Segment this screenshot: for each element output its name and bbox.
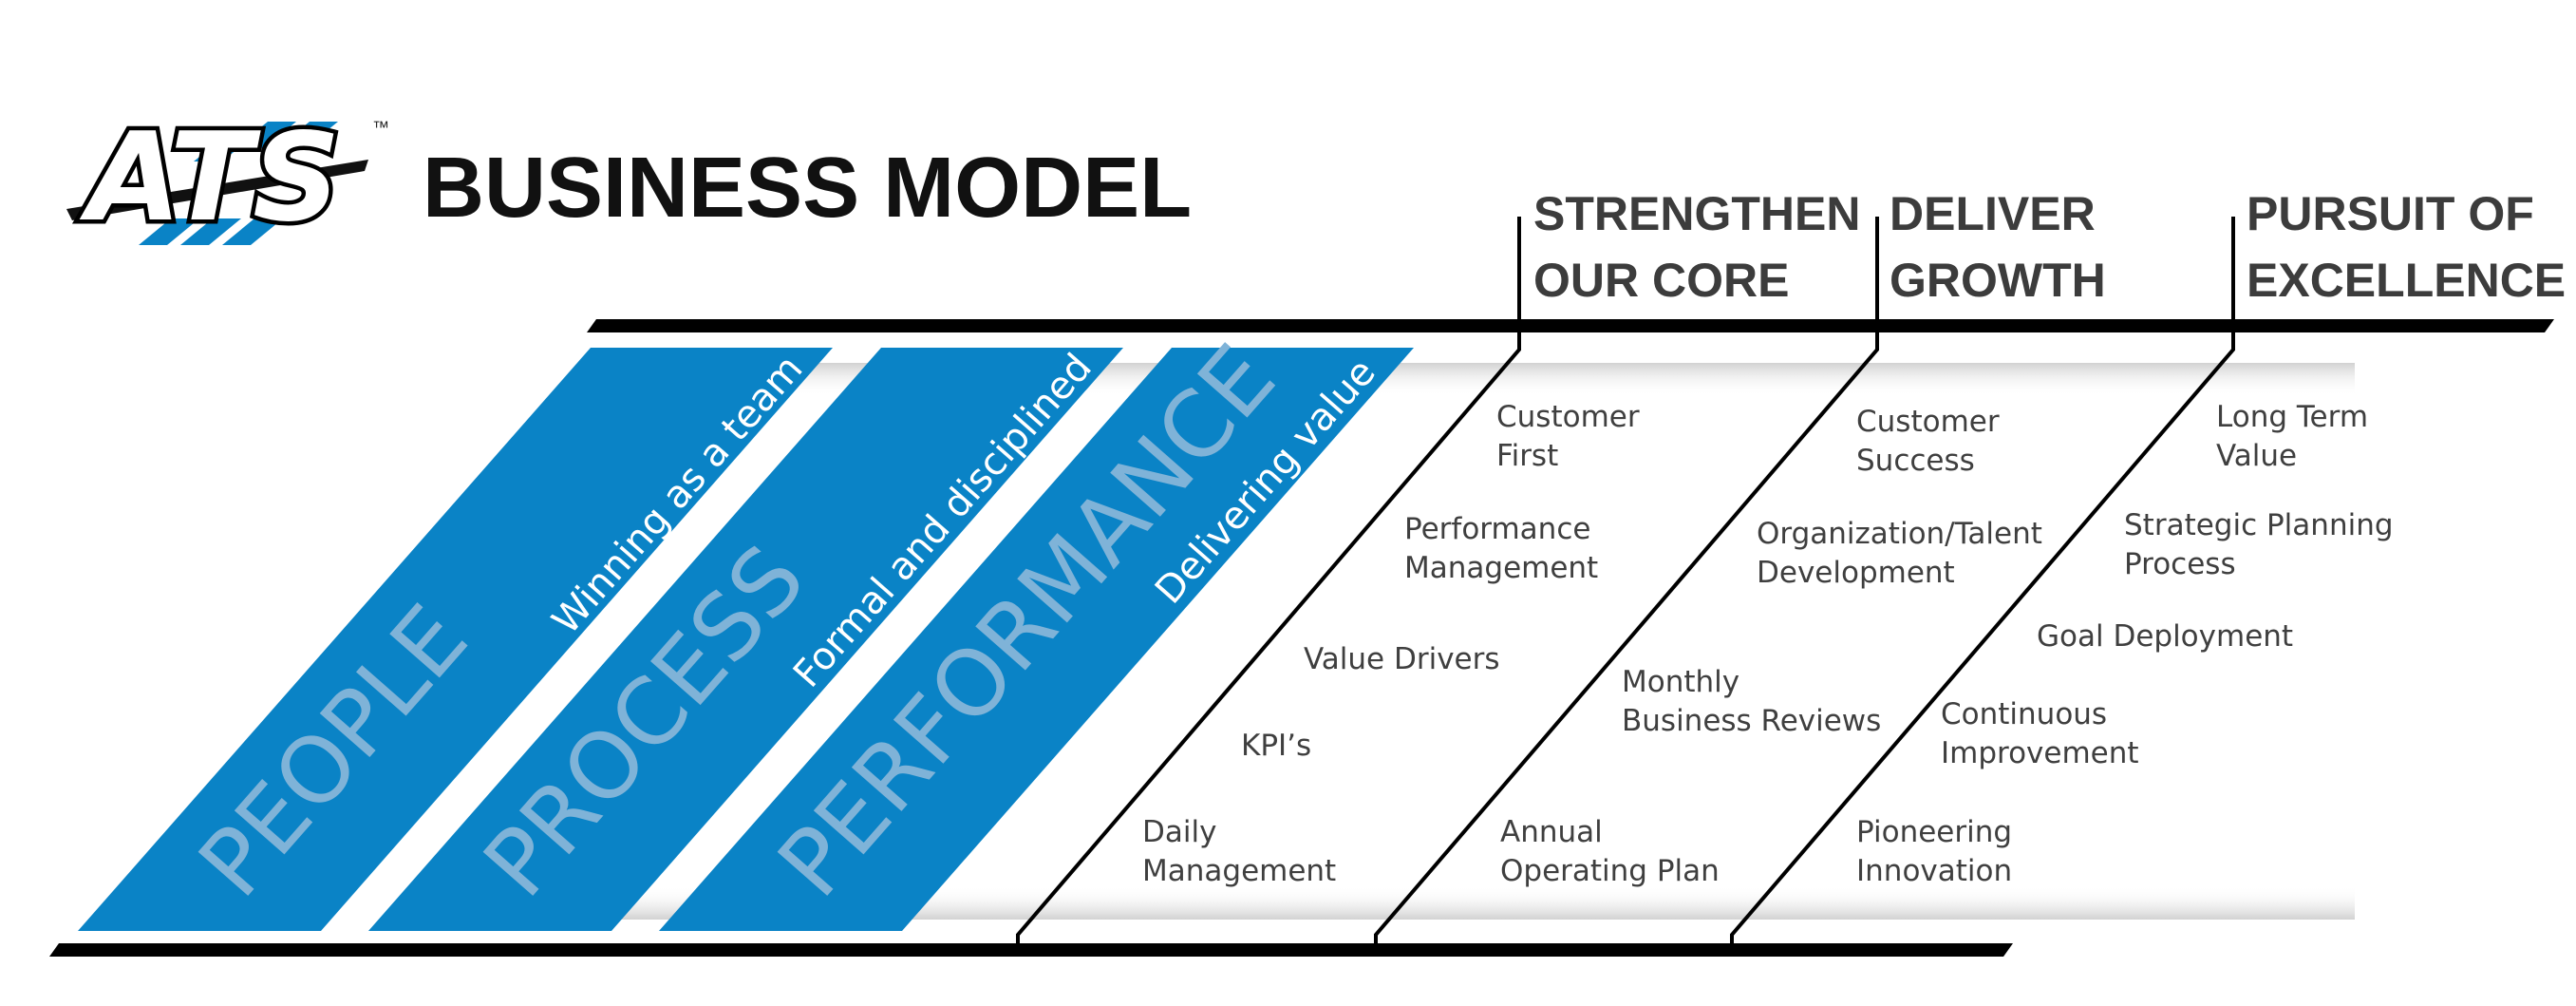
growth-item-2-line1: Organization/Talent: [1757, 517, 2042, 551]
heading-strengthen-line2: OUR CORE: [1533, 254, 1789, 307]
strengthen-item-5-line1: Daily: [1142, 815, 1216, 849]
growth-item-4-line1: Annual: [1500, 815, 1603, 849]
growth-items: Customer Success Organization/Talent Dev…: [1500, 405, 2042, 888]
pillars: PEOPLE PROCESS PERFORMANCE Winning as a …: [78, 325, 1414, 931]
trademark-symbol: ™: [372, 118, 389, 137]
divider-pursuit: [1730, 217, 2235, 943]
strengthen-item-2-line2: Management: [1404, 551, 1598, 585]
excellence-item-4-line1: Continuous: [1941, 697, 2107, 731]
excellence-item-5-line1: Pioneering: [1856, 815, 2012, 849]
strengthen-item-1-line2: First: [1496, 439, 1558, 473]
pillar-performance: [659, 348, 1414, 931]
growth-item-4-line2: Operating Plan: [1500, 854, 1720, 888]
heading-deliver-line2: GROWTH: [1890, 254, 2106, 307]
strengthen-item-2-line1: Performance: [1404, 512, 1590, 546]
excellence-item-3-line1: Goal Deployment: [2037, 619, 2293, 654]
ats-logo: ATS ™: [66, 104, 389, 254]
excellence-item-2-line1: Strategic Planning: [2124, 508, 2394, 542]
divider-deliver: [1374, 217, 1879, 943]
strengthen-item-5-line2: Management: [1142, 854, 1336, 888]
strengthen-item-1-line1: Customer: [1496, 400, 1640, 434]
growth-item-1-line2: Success: [1856, 444, 1975, 478]
excellence-item-4-line2: Improvement: [1941, 736, 2139, 770]
excellence-item-1-line2: Value: [2216, 439, 2297, 473]
strengthen-item-3-line1: Value Drivers: [1304, 642, 1500, 676]
excellence-item-1-line1: Long Term: [2216, 400, 2368, 434]
column-dividers: [1016, 217, 2235, 943]
logo-swoosh: [66, 160, 368, 220]
heading-deliver-line1: DELIVER: [1890, 187, 2096, 240]
strengthen-item-4-line1: KPI’s: [1241, 729, 1311, 763]
logo-stripes: [139, 122, 338, 245]
top-rule: [587, 319, 2554, 332]
excellence-items: Long Term Value Strategic Planning Proce…: [1856, 400, 2394, 888]
pillar-people: [78, 348, 833, 931]
growth-item-3-line2: Business Reviews: [1622, 704, 1881, 738]
heading-pursuit-line2: EXCELLENCE: [2247, 254, 2566, 307]
growth-item-1-line1: Customer: [1856, 405, 2000, 439]
column-headings: STRENGTHEN OUR CORE DELIVER GROWTH PURSU…: [1533, 187, 2566, 307]
excellence-item-5-line2: Innovation: [1856, 854, 2012, 888]
pillar-process: [368, 348, 1123, 931]
excellence-item-2-line2: Process: [2124, 547, 2236, 581]
strengthen-items: Customer First Performance Management Va…: [1142, 400, 1640, 888]
growth-item-3-line1: Monthly: [1622, 665, 1739, 699]
heading-pursuit-line1: PURSUIT OF: [2247, 187, 2534, 240]
divider-strengthen: [1016, 217, 1521, 943]
bottom-rule: [49, 943, 2013, 957]
page-title: BUSINESS MODEL: [423, 141, 1192, 236]
logo-wordmark: ATS: [79, 107, 340, 249]
heading-strengthen-line1: STRENGTHEN: [1533, 187, 1860, 240]
growth-item-2-line2: Development: [1757, 556, 1955, 590]
